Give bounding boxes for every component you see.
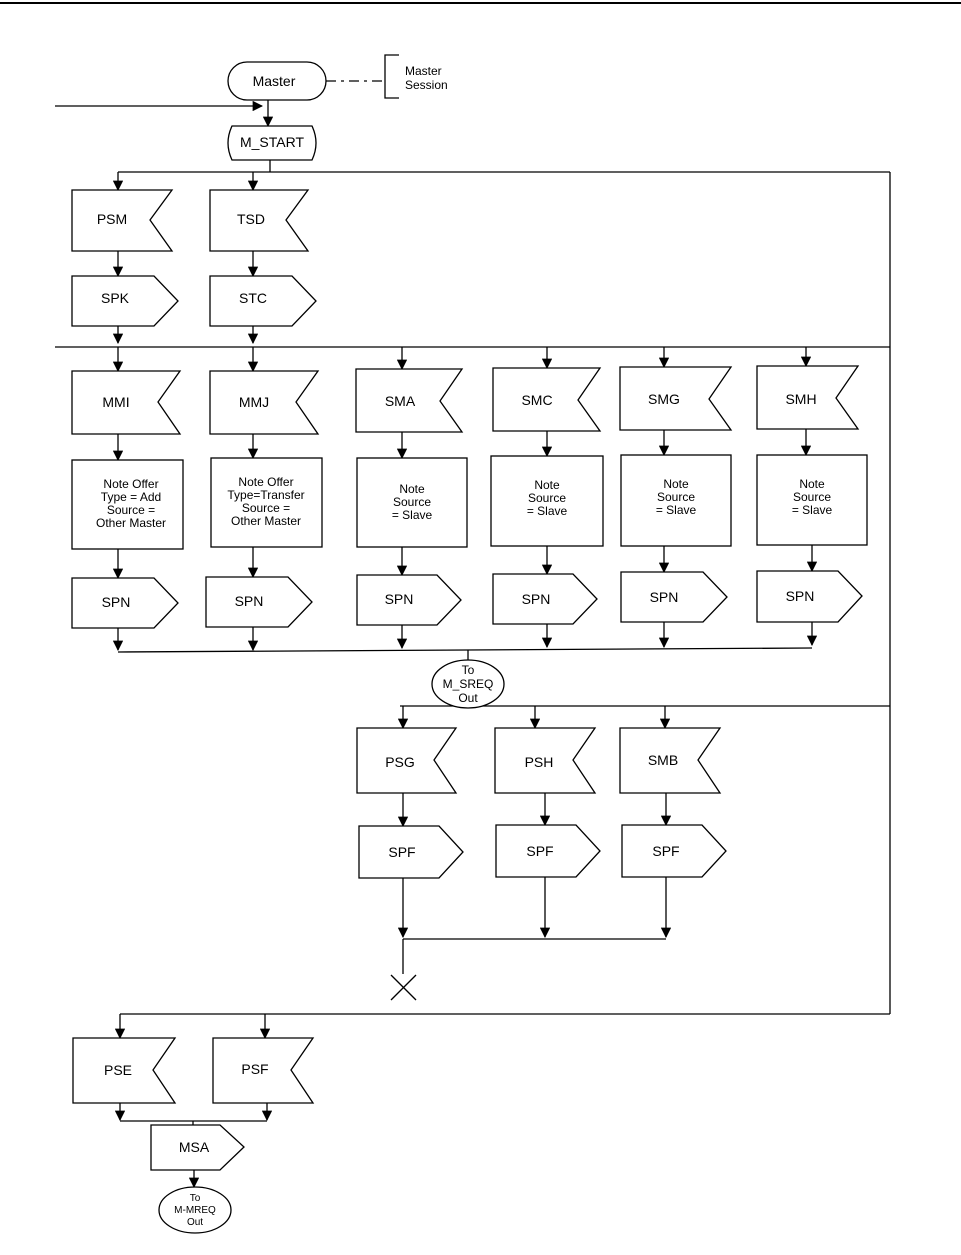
input-tsd	[209, 189, 310, 252]
connector-m-sreq-line-3: Out	[458, 691, 478, 705]
comment-line-2: Session	[405, 78, 448, 92]
input-tsd-label: TSD	[237, 211, 265, 227]
input-psh-label: PSH	[525, 754, 554, 770]
input-smb-label: SMB	[648, 752, 678, 768]
stop-symbol-b	[390, 974, 417, 1001]
input-psh	[494, 727, 597, 794]
input-smg-label: SMG	[648, 391, 680, 407]
output-spf-c2	[495, 824, 601, 878]
start-label: Master	[253, 73, 296, 89]
task-c4-line-3: = Slave	[527, 504, 568, 518]
state-m-start	[227, 125, 317, 161]
output-msa	[150, 1124, 245, 1171]
state-label: M_START	[240, 134, 304, 150]
task-c2	[210, 457, 323, 548]
input-pse	[72, 1037, 177, 1104]
task-c5	[620, 454, 732, 547]
input-psm	[71, 189, 174, 252]
comment-line-1: Master	[405, 64, 442, 78]
input-mmj	[209, 370, 320, 435]
task-c5-line-3: = Slave	[656, 503, 697, 517]
input-psf-label: PSF	[241, 1061, 268, 1077]
output-spn-c1-label: SPN	[102, 594, 131, 610]
input-mmi-label: MMI	[102, 394, 129, 410]
output-spn-c6-label: SPN	[786, 588, 815, 604]
input-mmi	[71, 370, 182, 435]
connector-m-mreq	[158, 1186, 232, 1234]
input-psg	[356, 727, 458, 794]
input-smh	[756, 365, 860, 430]
task-c2-line-3: Source =	[242, 501, 290, 515]
input-sma	[355, 368, 464, 433]
task-c1-line-1: Note Offer	[103, 477, 158, 491]
task-c5-line-1: Note	[663, 477, 689, 491]
input-psf	[212, 1037, 315, 1104]
task-c2-line-4: Other Master	[231, 514, 301, 528]
task-c3-line-3: = Slave	[392, 508, 433, 522]
output-spn-c2-label: SPN	[235, 593, 264, 609]
task-c3-line-2: Source	[393, 495, 431, 509]
task-c2-line-2: Type=Transfer	[227, 488, 304, 502]
output-spn-c5	[620, 571, 728, 623]
connector-m-mreq-line-2: M-MREQ	[174, 1205, 216, 1216]
output-spn-c6	[756, 570, 863, 623]
output-spk	[71, 275, 179, 327]
output-spn-c4	[492, 573, 598, 625]
output-spk-label: SPK	[101, 290, 130, 306]
task-c4	[490, 455, 604, 547]
output-stc	[209, 275, 317, 327]
task-c6-line-2: Source	[793, 490, 831, 504]
input-mmj-label: MMJ	[239, 394, 269, 410]
task-c6-line-3: = Slave	[792, 503, 833, 517]
output-spf-c1	[358, 825, 464, 879]
input-psm-label: PSM	[97, 211, 127, 227]
output-spn-c2	[205, 576, 313, 628]
g2-join-line	[117, 647, 813, 653]
task-c3	[356, 457, 468, 548]
comment-bracket	[384, 54, 399, 99]
output-msa-label: MSA	[179, 1139, 210, 1155]
task-c5-line-2: Source	[657, 490, 695, 504]
task-c1-line-3: Source =	[107, 503, 155, 517]
connector-m-mreq-line-3: Out	[187, 1217, 203, 1228]
task-c3-line-1: Note	[399, 482, 425, 496]
output-spf-c3-label: SPF	[652, 843, 679, 859]
task-c2-line-1: Note Offer	[238, 475, 293, 489]
input-sma-label: SMA	[385, 393, 416, 409]
output-spn-c5-label: SPN	[650, 589, 679, 605]
output-spn-c3-label: SPN	[385, 591, 414, 607]
output-spf-c1-label: SPF	[388, 844, 415, 860]
input-psg-label: PSG	[385, 754, 415, 770]
task-c6-line-1: Note	[799, 477, 825, 491]
task-c4-line-2: Source	[528, 491, 566, 505]
input-smb	[619, 727, 722, 794]
input-smg	[619, 366, 733, 431]
task-c1-line-4: Other Master	[96, 516, 166, 530]
input-pse-label: PSE	[104, 1062, 132, 1078]
output-spn-c4-label: SPN	[522, 591, 551, 607]
output-spf-c2-label: SPF	[526, 843, 553, 859]
output-spn-c1	[71, 577, 179, 629]
task-c1-line-2: Type = Add	[101, 490, 161, 504]
output-spn-c3	[356, 574, 462, 626]
task-c4-line-1: Note	[534, 478, 560, 492]
connector-m-sreq-line-1: To	[462, 663, 475, 677]
input-smc-label: SMC	[521, 392, 552, 408]
connector-m-mreq-line-1: To	[190, 1193, 201, 1204]
output-stc-label: STC	[239, 290, 267, 306]
connector-m-sreq-line-2: M_SREQ	[443, 677, 494, 691]
output-spf-c3	[621, 824, 727, 878]
connector-m-sreq	[431, 659, 505, 709]
input-smh-label: SMH	[785, 391, 816, 407]
task-c1	[71, 459, 184, 550]
input-smc	[492, 367, 602, 432]
